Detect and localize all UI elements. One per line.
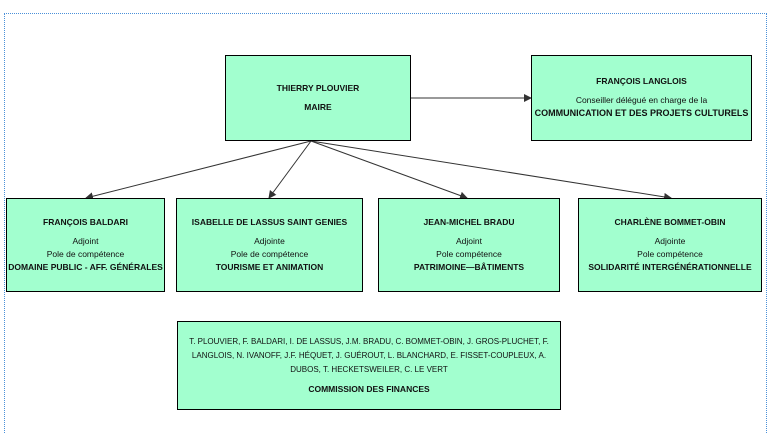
- deputy-pole: Pole de compétence: [46, 249, 125, 259]
- deputy-pole: Pole de compétence: [230, 249, 309, 259]
- deputy-domain: TOURISME ET ANIMATION: [215, 262, 324, 273]
- mayor-name: THIERRY PLOUVIER: [276, 82, 360, 93]
- deputy-title: Adjointe: [654, 235, 686, 246]
- delegate-name: FRANÇOIS LANGLOIS: [596, 75, 687, 86]
- arrow-mayor-to-bommet-obin: [310, 140, 672, 201]
- deputy-title: Adjoint: [456, 235, 482, 246]
- deputy-domain: PATRIMOINE—BÂTIMENTS: [413, 262, 525, 273]
- commission-box: T. PLOUVIER, F. BALDARI, I. DE LASSUS, J…: [177, 321, 561, 410]
- delegate-box: FRANÇOIS LANGLOIS Conseiller délégué en …: [531, 55, 752, 141]
- deputy-box-baldari: FRANÇOIS BALDARI Adjoint Pole de compéte…: [6, 198, 165, 292]
- commission-title: COMMISSION DES FINANCES: [308, 383, 430, 394]
- deputy-domain: SOLIDARITÉ INTERGÉNÉRATIONNELLE: [588, 262, 752, 273]
- arrow-mayor-to-bradu: [310, 140, 468, 200]
- deputy-title: Adjointe: [254, 235, 285, 246]
- deputy-domain: DOMAINE PUBLIC - AFF. GÉNÉRALES: [8, 262, 163, 273]
- delegate-role: Conseiller délégué en charge de la: [575, 95, 708, 106]
- deputy-box-de-lassus: ISABELLE DE LASSUS SAINT GENIES Adjointe…: [176, 198, 363, 292]
- delegate-domain: COMMUNICATION ET DES PROJETS CULTURELS: [534, 108, 749, 119]
- mayor-box: THIERRY PLOUVIER MAIRE: [225, 55, 411, 141]
- deputy-pole: Pole compétence: [436, 249, 502, 259]
- page-margin-guide-top: [4, 0, 767, 14]
- arrow-mayor-to-de-lassus: [268, 140, 312, 199]
- arrow-mayor-to-baldari: [85, 140, 312, 201]
- deputy-name: ISABELLE DE LASSUS SAINT GENIES: [191, 216, 348, 227]
- commission-members: T. PLOUVIER, F. BALDARI, I. DE LASSUS, J…: [189, 336, 549, 374]
- deputy-name: FRANÇOIS BALDARI: [43, 216, 128, 227]
- page-margin-guide-left: [4, 13, 5, 433]
- deputy-title: Adjoint: [72, 235, 99, 246]
- deputy-pole: Pole compétence: [637, 249, 703, 259]
- page-margin-guide-right: [766, 13, 767, 433]
- mayor-role: MAIRE: [304, 102, 332, 112]
- deputy-box-bradu: JEAN-MICHEL BRADU Adjoint Pole compétenc…: [378, 198, 560, 292]
- deputy-name: JEAN-MICHEL BRADU: [423, 216, 515, 227]
- deputy-box-bommet-obin: CHARLÈNE BOMMET-OBIN Adjointe Pole compé…: [578, 198, 762, 292]
- deputy-name: CHARLÈNE BOMMET-OBIN: [614, 216, 726, 227]
